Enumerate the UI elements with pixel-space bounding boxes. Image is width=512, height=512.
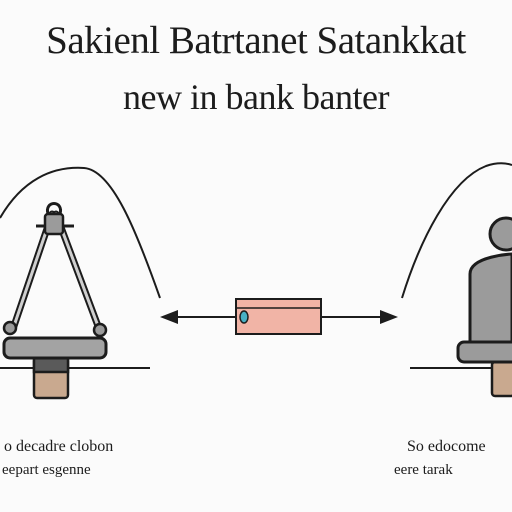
tripod-stand-icon [2,202,108,400]
left-dome-arc [0,166,161,299]
left-caption-line-2: eepart esgenne [2,462,91,478]
right-dome-arc [401,162,512,299]
right-caption-line-2: eere tarak [394,462,453,478]
left-caption-line-1: o decadre clobon [4,438,114,455]
diagram-title-line-2: new in bank banter [123,77,389,117]
right-caption-line-1: So edocome [407,438,486,455]
diagram-title-line-1: Sakienl Batrtanet Satankkat [46,19,466,62]
battery-box-icon [235,298,322,335]
double-arrow-connector [160,310,398,324]
seated-person-icon [456,216,512,398]
left-platform [2,336,108,360]
left-base-post-top [32,356,70,374]
right-base-post [490,360,512,398]
